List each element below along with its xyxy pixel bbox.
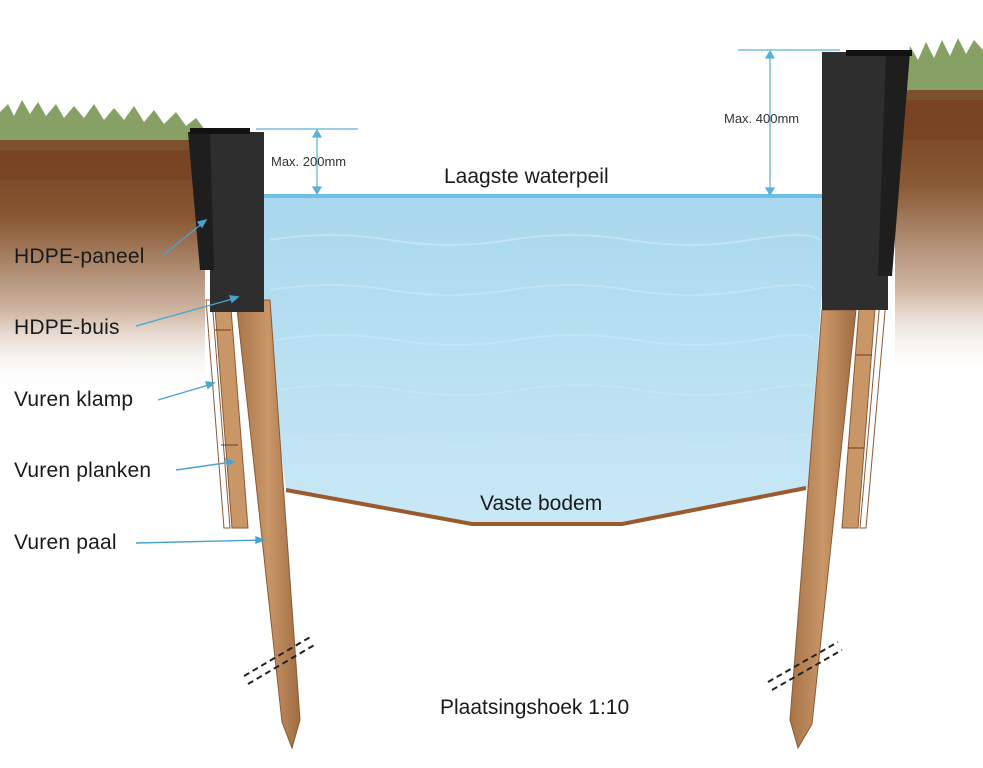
label-spruce-post: Vuren paal	[14, 531, 117, 554]
label-spruce-clamp: Vuren klamp	[14, 388, 134, 411]
label-hdpe-tube: HDPE-buis	[14, 316, 120, 339]
grass-right	[905, 38, 983, 100]
break-mark-right	[767, 641, 843, 691]
label-fixed-bottom: Vaste bodem	[480, 492, 603, 515]
pointer-hdpe-tube	[135, 297, 237, 327]
dimension-left	[256, 128, 358, 196]
label-max-400: Max. 400mm	[724, 111, 800, 126]
hdpe-panel-right-top	[846, 50, 912, 56]
pointer-planks	[175, 461, 233, 471]
break-mark-left	[243, 635, 317, 685]
hdpe-tube-left	[210, 132, 264, 312]
label-max-200: Max. 200mm	[271, 154, 347, 169]
hdpe-tube-right	[822, 52, 888, 310]
grass-left	[0, 100, 205, 150]
pointer-hdpe-panel	[161, 221, 205, 257]
bottom-line	[285, 486, 807, 526]
pointer-lines	[135, 218, 266, 545]
label-spruce-planks: Vuren planken	[14, 459, 152, 482]
hdpe-panel-left-top	[190, 128, 250, 134]
hdpe-panel-left	[188, 132, 214, 270]
label-placement-angle: Plaatsingshoek 1:10	[440, 696, 630, 719]
dimension-right	[738, 49, 840, 197]
pointer-clamp	[157, 383, 213, 401]
soil-dark-left	[0, 140, 205, 180]
label-lowest-water-level: Laagste waterpeil	[444, 165, 609, 188]
hdpe-panel-right	[878, 52, 910, 276]
water-waves	[269, 234, 821, 446]
soil-dark-right	[895, 90, 983, 140]
label-hdpe-panel: HDPE-paneel	[14, 245, 145, 268]
post-left	[235, 299, 301, 750]
water-body	[262, 196, 828, 522]
pointer-post	[135, 539, 263, 544]
